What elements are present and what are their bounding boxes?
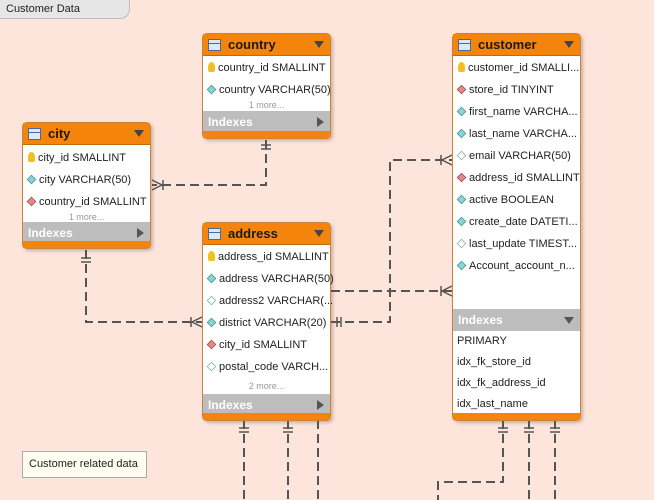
field-row[interactable]: address_id SMALLINT <box>456 170 580 186</box>
diamond-icon <box>456 128 467 139</box>
indexes-bar[interactable]: Indexes <box>203 111 330 133</box>
more-fields[interactable]: 2 more... <box>248 381 285 391</box>
field-row[interactable]: first_name VARCHA... <box>456 104 578 120</box>
nullable-diamond-icon <box>456 238 467 249</box>
chevron-down-icon[interactable] <box>564 41 574 48</box>
expand-arrow-icon[interactable] <box>137 228 144 238</box>
index-row[interactable]: idx_fk_store_id <box>457 356 531 368</box>
nullable-diamond-icon <box>206 295 217 306</box>
table-icon <box>28 128 41 140</box>
nullable-diamond-icon <box>456 150 467 161</box>
field-row[interactable]: last_name VARCHA... <box>456 126 578 142</box>
field-row[interactable]: country_id SMALLINT <box>26 194 148 210</box>
table-city[interactable]: city city_id SMALLINT city VARCHAR(50) c… <box>22 122 151 249</box>
table-customer[interactable]: customer customer_id SMALLI... store_id … <box>452 33 581 421</box>
table-icon <box>458 39 471 51</box>
key-icon <box>458 62 465 72</box>
index-row[interactable]: idx_fk_address_id <box>457 377 546 389</box>
field-row[interactable]: active BOOLEAN <box>456 192 578 208</box>
diamond-icon <box>456 216 467 227</box>
table-country[interactable]: country country_id SMALLINT country VARC… <box>202 33 331 139</box>
more-fields[interactable]: 1 more... <box>68 212 105 222</box>
indexes-bar[interactable]: Indexes <box>23 222 150 244</box>
table-title: customer <box>478 37 537 52</box>
table-address[interactable]: address address_id SMALLINT address VARC… <box>202 222 334 421</box>
diamond-icon <box>26 174 37 185</box>
connector-customer-address <box>331 159 452 323</box>
foreign-key-icon <box>206 339 217 350</box>
field-row[interactable]: customer_id SMALLI... <box>457 60 579 76</box>
table-header[interactable]: country <box>203 34 330 56</box>
field-row[interactable]: district VARCHAR(20) <box>206 315 328 331</box>
diamond-icon <box>456 260 467 271</box>
chevron-down-icon[interactable] <box>314 41 324 48</box>
field-row[interactable]: address2 VARCHAR(... <box>206 293 333 309</box>
collapse-arrow-icon[interactable] <box>564 317 574 324</box>
foreign-key-icon <box>26 196 37 207</box>
diamond-icon <box>456 194 467 205</box>
table-header[interactable]: customer <box>453 34 580 56</box>
field-row[interactable]: store_id TINYINT <box>456 82 578 98</box>
table-icon <box>208 228 221 240</box>
field-row[interactable]: city_id SMALLINT <box>27 150 148 166</box>
table-footer <box>23 241 150 248</box>
table-title: address <box>228 226 278 241</box>
field-row[interactable]: Account_account_n... <box>456 258 578 274</box>
connector-customer-down-1 <box>437 420 504 500</box>
index-row[interactable]: PRIMARY <box>457 335 507 347</box>
table-title: country <box>228 37 276 52</box>
field-row[interactable]: create_date DATETI... <box>456 214 578 230</box>
table-header[interactable]: address <box>203 223 330 245</box>
field-row[interactable]: last_update TIMEST... <box>456 236 578 252</box>
foreign-key-icon <box>456 172 467 183</box>
field-row[interactable]: city_id SMALLINT <box>206 337 328 353</box>
expand-arrow-icon[interactable] <box>317 400 324 410</box>
field-row[interactable]: address_id SMALLINT <box>207 249 329 265</box>
key-icon <box>28 152 35 162</box>
table-header[interactable]: city <box>23 123 150 145</box>
nullable-diamond-icon <box>206 361 217 372</box>
field-row[interactable]: city VARCHAR(50) <box>26 172 148 188</box>
chevron-down-icon[interactable] <box>134 130 144 137</box>
table-footer <box>203 131 330 138</box>
diamond-icon <box>206 317 217 328</box>
indexes-bar[interactable]: Indexes <box>453 309 580 331</box>
connector-address-city <box>85 250 202 323</box>
diagram-layer-tab[interactable]: Customer Data <box>0 0 130 19</box>
table-footer <box>203 413 330 420</box>
note-box[interactable]: Customer related data <box>22 451 147 478</box>
index-row[interactable]: idx_last_name <box>457 398 528 410</box>
field-row[interactable]: country_id SMALLINT <box>207 60 328 76</box>
key-icon <box>208 251 215 261</box>
field-row[interactable]: email VARCHAR(50) <box>456 148 578 164</box>
diamond-icon <box>456 106 467 117</box>
key-icon <box>208 62 215 72</box>
table-icon <box>208 39 221 51</box>
table-footer <box>453 413 580 420</box>
field-row[interactable]: country VARCHAR(50) <box>206 82 331 98</box>
field-row[interactable]: postal_code VARCH... <box>206 359 328 375</box>
diamond-icon <box>206 84 217 95</box>
diamond-icon <box>206 273 217 284</box>
expand-arrow-icon[interactable] <box>317 117 324 127</box>
field-row[interactable]: address VARCHAR(50) <box>206 271 334 287</box>
connector-city-country <box>152 140 267 186</box>
more-fields[interactable]: 1 more... <box>248 100 285 110</box>
indexes-bar[interactable]: Indexes <box>203 394 330 416</box>
foreign-key-icon <box>456 84 467 95</box>
chevron-down-icon[interactable] <box>314 230 324 237</box>
table-title: city <box>48 126 71 141</box>
